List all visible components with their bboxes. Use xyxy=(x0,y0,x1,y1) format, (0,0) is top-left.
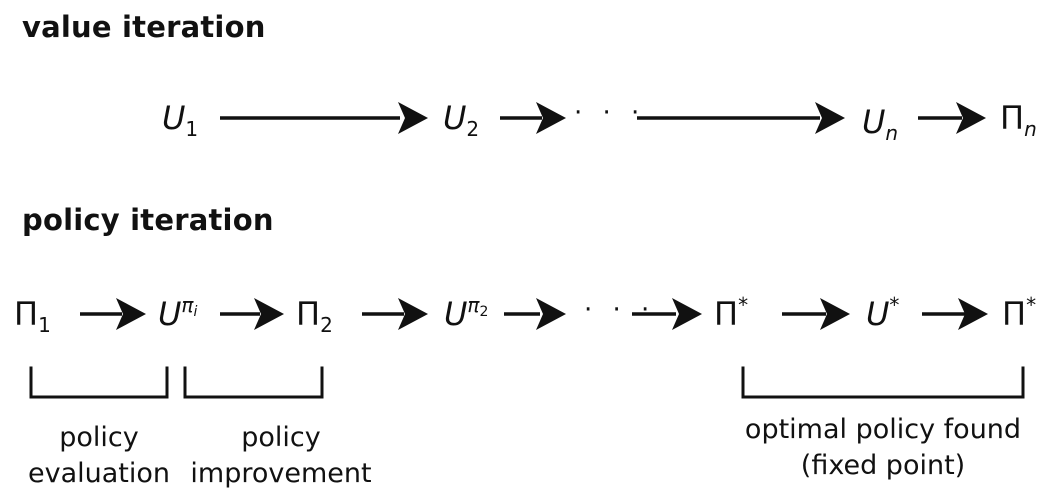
pi-node-pi1: Π1 xyxy=(14,295,51,337)
optimal-caption-line-2: (fixed point) xyxy=(800,450,966,481)
pi-arrowhead-6 xyxy=(820,298,850,330)
policy-iteration-title: policy iteration xyxy=(22,203,274,237)
pi-arrowhead-1 xyxy=(116,298,146,330)
improvement-caption-line-1: policy xyxy=(241,422,321,453)
pi-node-pi-star-2: Π* xyxy=(1002,293,1037,333)
vi-node-u1: U1 xyxy=(162,99,199,141)
pi-arrowhead-7 xyxy=(958,298,988,330)
optimal-caption-line-1: optimal policy found xyxy=(744,414,1022,445)
vi-ellipsis: · · · xyxy=(574,98,646,128)
vi-node-pin: Πn xyxy=(1000,99,1037,141)
pi-arrowhead-4 xyxy=(536,298,566,330)
vi-arrowhead-3 xyxy=(815,102,845,134)
evaluation-caption: policy evaluation xyxy=(9,420,189,492)
vi-arrowhead-2 xyxy=(536,102,566,134)
pi-arrowhead-5 xyxy=(672,298,702,330)
vi-node-un: Un xyxy=(862,103,899,145)
optimal-caption: optimal policy found (fixed point) xyxy=(728,412,1038,484)
vi-arrowhead-1 xyxy=(398,102,428,134)
vi-arrowhead-4 xyxy=(956,102,986,134)
evaluation-caption-line-2: evaluation xyxy=(27,458,170,489)
pi-arrowhead-3 xyxy=(398,298,428,330)
optimal-bracket xyxy=(741,366,1025,399)
value-iteration-title: value iteration xyxy=(22,10,266,44)
pi-node-pi2: Π2 xyxy=(296,295,333,337)
pi-node-u-pi-i: Uπi xyxy=(158,293,198,333)
vi-node-u2: U2 xyxy=(443,99,480,141)
pi-node-u-star: U* xyxy=(866,293,900,333)
pi-node-u-pi-2: Uπ2 xyxy=(444,293,489,333)
improvement-bracket xyxy=(183,366,324,399)
pi-ellipsis: · · · xyxy=(584,295,656,325)
evaluation-bracket xyxy=(29,366,169,399)
evaluation-caption-line-1: policy xyxy=(59,422,139,453)
pi-node-pi-star-1: Π* xyxy=(714,293,749,333)
pi-arrowhead-2 xyxy=(254,298,284,330)
improvement-caption-line-2: improvement xyxy=(190,458,372,489)
improvement-caption: policy improvement xyxy=(176,420,386,492)
